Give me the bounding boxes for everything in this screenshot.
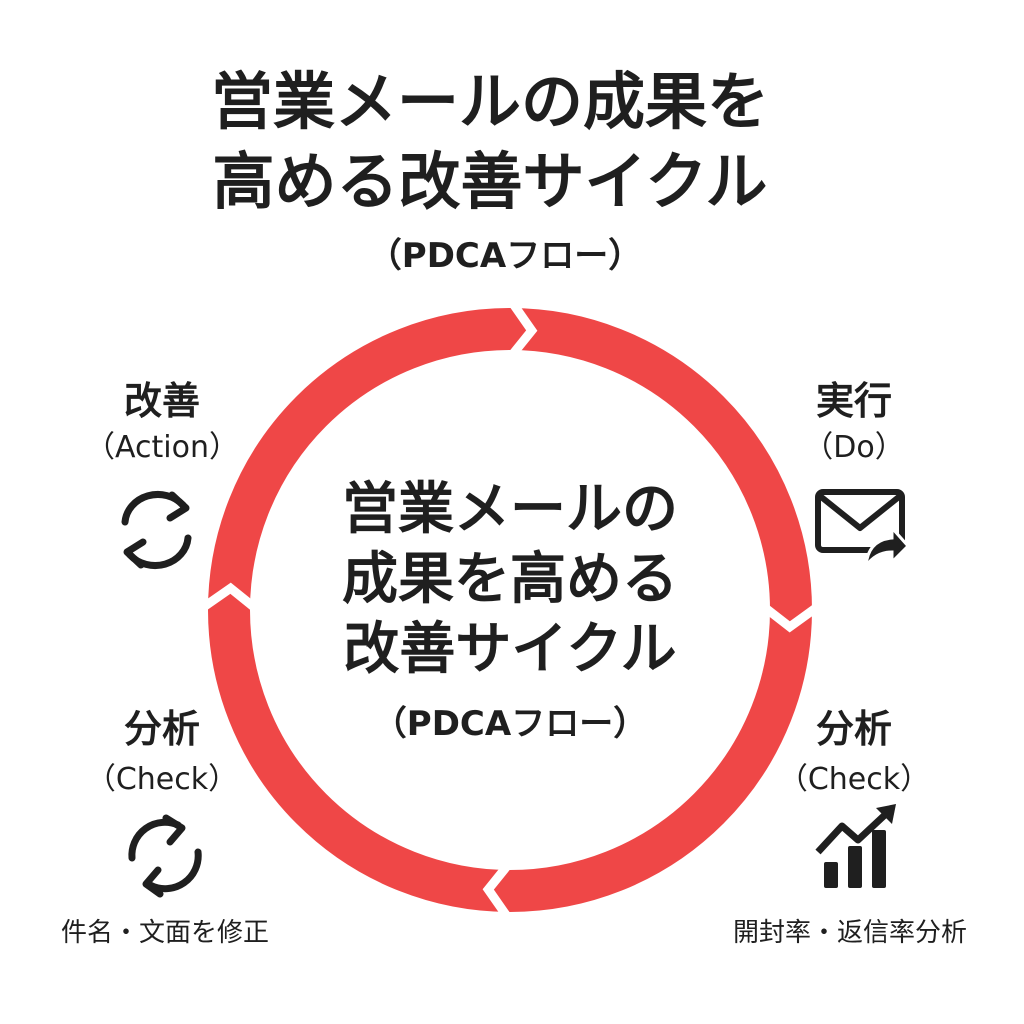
ring-chevron-right — [755, 598, 825, 633]
bar-chart-trend-icon — [815, 804, 896, 888]
stage-check-left-label: 分析 — [123, 707, 200, 751]
ring-chevron-top — [503, 295, 538, 365]
sync-icon — [128, 814, 202, 898]
forward-arrow-icon — [864, 524, 911, 572]
center-line-2: 成果を高める — [342, 547, 678, 612]
center-subtitle: （PDCAフロー） — [372, 704, 648, 744]
title-subtitle: （PDCAフロー） — [367, 236, 643, 276]
stage-check-left-caption: 件名・文面を修正 — [60, 918, 269, 948]
ring-arc — [208, 308, 812, 912]
stage-action-label: 改善 — [123, 379, 200, 423]
stage-do-sub: （Do） — [803, 430, 905, 465]
stage-check-right-label: 分析 — [815, 707, 892, 751]
title-line-1: 営業メールの成果を — [210, 65, 769, 138]
stage-action-sub: （Action） — [85, 430, 239, 465]
center-line-1: 営業メールの — [342, 477, 678, 542]
mail-forward-icon — [815, 489, 905, 553]
ring-chevron-left — [195, 582, 265, 617]
title-line-2: 高める改善サイクル — [212, 145, 768, 218]
center-line-3: 改善サイクル — [343, 617, 677, 682]
stage-check-left-sub: （Check） — [85, 762, 239, 797]
stage-check-right-caption: 開封率・返信率分析 — [732, 918, 967, 948]
sync-icon — [121, 490, 192, 570]
stage-check-right-sub: （Check） — [777, 762, 931, 797]
stage-do-label: 実行 — [815, 379, 892, 423]
ring-chevron-bottom — [482, 855, 517, 925]
